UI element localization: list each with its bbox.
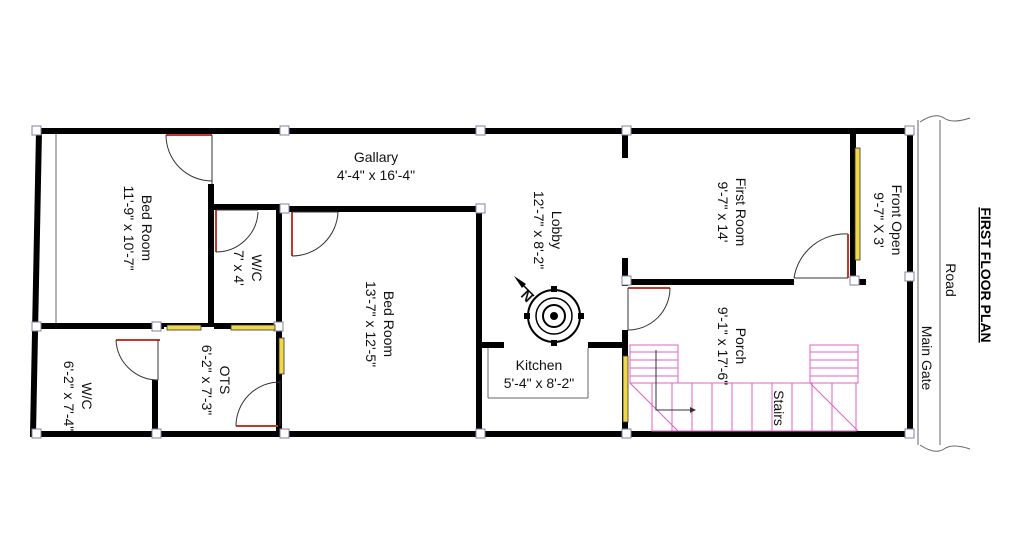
road-break-top: [919, 115, 971, 123]
road-break-bottom: [919, 444, 971, 452]
wall-bedroom-center-top: [282, 206, 482, 212]
room-kitchen-name: Kitchen: [516, 357, 563, 373]
room-ots-size: 6'-2" x 7'-3": [199, 345, 215, 416]
window-wc-bottom: [230, 324, 276, 331]
room-front-open-name: Front Open: [889, 185, 905, 256]
column: [621, 428, 632, 439]
doors: [115, 134, 849, 427]
room-front-open-size: 9'-7" X 3': [871, 192, 887, 247]
column: [31, 321, 42, 332]
outer-wall-bottom: [30, 431, 912, 437]
main-gate-label: Main Gate: [919, 326, 935, 391]
room-porch-name: Porch: [733, 328, 749, 365]
wall-firstroom-right: [850, 134, 856, 284]
room-wc-upper-name: W/C: [249, 254, 265, 281]
outer-wall-right: [907, 134, 913, 434]
column: [475, 428, 486, 439]
door-wc-upper: [215, 209, 259, 253]
room-bedroom-left-name: Bed Room: [139, 195, 155, 261]
stairs-flight-lower: [651, 382, 857, 432]
stairs-label: Stairs: [771, 390, 787, 426]
door-porch: [627, 287, 671, 331]
room-first-room-size: 9'-7" x 14': [715, 182, 731, 243]
door-wc-lower: [115, 339, 160, 381]
thin-lines: [55, 115, 971, 452]
outer-wall-top: [34, 128, 912, 134]
wall-firstroom-left-mid: [622, 258, 628, 286]
wall-kitchen-left-stub: [482, 342, 504, 348]
column: [904, 125, 915, 136]
stairs: [629, 344, 859, 432]
door-bedroom-center: [291, 211, 339, 257]
column: [279, 203, 290, 214]
room-gallary-name: Gallary: [354, 149, 398, 165]
room-ots-name: OTS: [217, 366, 233, 395]
column: [904, 271, 915, 282]
room-kitchen-size: 5'-4" x 8'-2": [504, 375, 575, 391]
room-bedroom-center-size: 13'-7" x 12'-5": [363, 281, 379, 367]
column: [475, 125, 486, 136]
compass-icon: [514, 276, 584, 346]
stairs-arrow-icon: [690, 407, 696, 413]
wall-bedroom-center-left: [276, 334, 282, 434]
column: [31, 125, 42, 136]
stairs-landing-left: [629, 344, 679, 384]
room-porch-size: 9'-1" x 17'-6": [715, 307, 731, 385]
room-lobby-size: 12'-7" x 8'-2": [531, 191, 547, 269]
column: [904, 428, 915, 439]
wall-wc-right: [276, 204, 282, 334]
door-bedroom-left: [165, 134, 213, 184]
wall-firstroom-left-top: [622, 134, 628, 158]
room-labels: Gallary 4'-4" x 16'-4" Bed Room 11'-9" x…: [61, 149, 994, 431]
wall-wc-ots-lower: [152, 380, 158, 434]
door-first-room: [793, 233, 849, 279]
column: [621, 125, 632, 136]
stairs-landing-right: [809, 344, 859, 384]
room-wc-lower-size: 6'-2" x 7'-4": [61, 361, 77, 432]
column: [279, 125, 290, 136]
column: [849, 275, 860, 286]
wall-frontopen-bottom: [856, 279, 866, 285]
room-wc-lower-name: W/C: [79, 382, 95, 409]
wall-kitchen-right-stub: [588, 342, 628, 348]
plan-title: FIRST FLOOR PLAN: [978, 207, 994, 342]
wall-bedroom-center-right: [476, 206, 482, 434]
column: [31, 428, 42, 439]
column: [279, 428, 290, 439]
column: [475, 203, 486, 214]
wall-bedroom-left-right: [208, 184, 214, 324]
wall-left-mid: [34, 323, 164, 329]
window-ots-top: [166, 324, 202, 331]
windows: [166, 147, 861, 423]
column: [151, 428, 162, 439]
compass-letter: N: [518, 287, 536, 305]
wall-firstroom-bottom: [628, 279, 794, 285]
window-bedroom-center: [278, 337, 285, 375]
room-bedroom-center-name: Bed Room: [381, 291, 397, 357]
room-gallary-size: 4'-4" x 16'-4": [337, 167, 415, 183]
wall-wc-top: [214, 204, 279, 210]
outer-wall-left: [30, 131, 42, 434]
column: [621, 275, 632, 286]
door-ots: [235, 380, 281, 427]
column: [151, 321, 162, 332]
room-first-room-name: First Room: [733, 178, 749, 246]
room-wc-upper-size: 7' x 4': [231, 250, 247, 286]
stairs-direction-line: [655, 350, 690, 411]
room-lobby-name: Lobby: [549, 211, 565, 249]
road-label: Road: [943, 263, 959, 296]
window-porch: [622, 355, 629, 423]
window-first-room: [854, 147, 861, 261]
room-bedroom-left-size: 11'-9" x 10'-7": [121, 185, 137, 270]
columns: [31, 125, 915, 439]
